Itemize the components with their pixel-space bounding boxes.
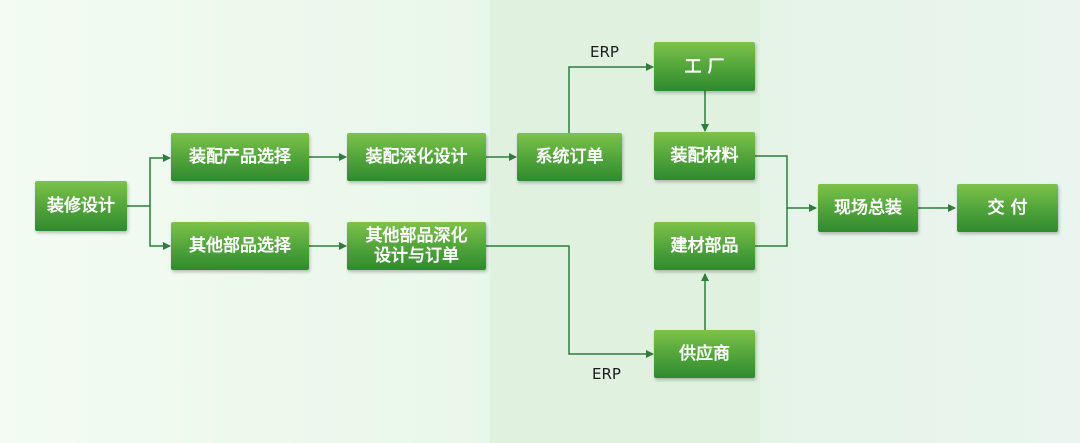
edge-system-order-to-factory <box>568 63 654 133</box>
edge-other-deep-to-supplier <box>486 245 654 358</box>
node-other-parts-select: 其他部品选择 <box>171 222 309 270</box>
node-decoration-design: 装修设计 <box>35 181 127 231</box>
node-assembly-material: 装配材料 <box>654 132 755 180</box>
node-system-order: 系统订单 <box>517 133 622 181</box>
node-other-parts-deep-design-line2: 设计与订单 <box>374 246 459 266</box>
node-delivery: 交 付 <box>957 184 1058 232</box>
edge-branch-to-product-select <box>149 154 171 206</box>
node-factory: 工 厂 <box>654 42 755 91</box>
node-assembly-deep-design: 装配深化设计 <box>347 133 486 181</box>
edge-assembly-material-to-merge <box>755 155 788 247</box>
edge-label-erp-top: ERP <box>590 43 619 61</box>
node-assembly-product-select: 装配产品选择 <box>171 133 309 181</box>
node-other-parts-deep-design: 其他部品深化 设计与订单 <box>347 222 486 270</box>
node-building-parts: 建材部品 <box>654 222 755 270</box>
edge-branch-to-other-select <box>149 206 171 250</box>
edge-label-erp-bottom: ERP <box>592 365 621 383</box>
node-other-parts-deep-design-line1: 其他部品深化 <box>365 226 468 246</box>
node-onsite-assembly: 现场总装 <box>818 184 918 232</box>
node-supplier: 供应商 <box>654 330 755 378</box>
